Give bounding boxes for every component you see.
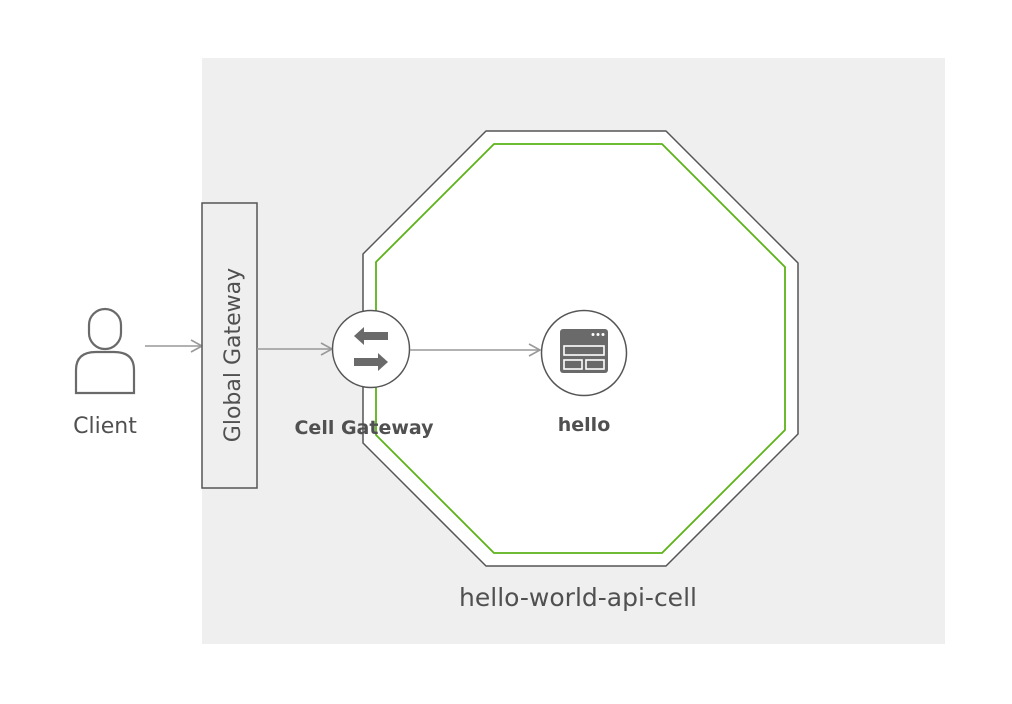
client-label: Client bbox=[73, 414, 137, 439]
global-gateway-label: Global Gateway bbox=[221, 268, 246, 442]
global-gateway-box[interactable] bbox=[201, 202, 258, 489]
hello-component-label: hello bbox=[558, 414, 611, 436]
web-app-icon bbox=[560, 329, 608, 373]
user-icon bbox=[74, 307, 136, 395]
cell-name: hello-world-api-cell bbox=[459, 583, 697, 612]
swap-arrows-icon bbox=[354, 327, 388, 371]
cell-gateway-label: Cell Gateway bbox=[294, 417, 434, 439]
cell-gateway-node[interactable] bbox=[331, 309, 411, 389]
